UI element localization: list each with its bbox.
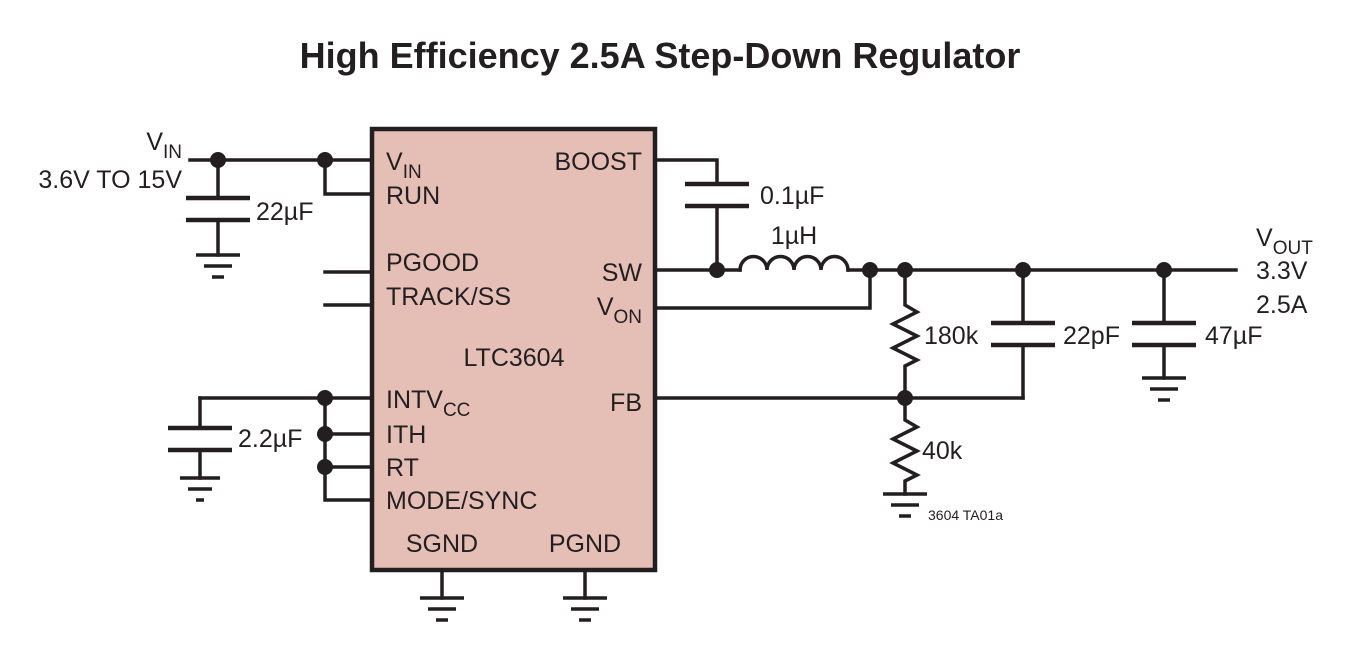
ground-symbol [196, 253, 240, 279]
rbottom-resistor [889, 396, 921, 496]
junction-dot [862, 262, 878, 278]
ground-symbol [563, 596, 607, 622]
boost-wire [653, 158, 719, 186]
pin-intvcc-label: INTVCC [386, 386, 470, 421]
inductor [738, 254, 850, 272]
pin-pgnd-label: PGND [549, 530, 621, 558]
pin-rt-label: RT [386, 454, 419, 482]
pin-track-ss-label: TRACK/SS [386, 283, 511, 311]
vin-main: V [146, 128, 163, 156]
pin-von-main: V [597, 293, 614, 321]
cout-capacitor [1132, 320, 1196, 348]
pin-pgood-label: PGOOD [386, 249, 479, 277]
vin-sub: IN [163, 142, 182, 163]
ground-symbol [180, 476, 220, 502]
pin-boost-label: BOOST [554, 148, 642, 176]
ground-symbol [420, 596, 464, 622]
pin-fb-label: FB [610, 389, 642, 417]
cin-value: 22µF [256, 198, 313, 226]
pgood-track-stubs [323, 270, 374, 307]
cboost-capacitor [685, 181, 749, 209]
ic-body [369, 126, 658, 573]
vout-main: V [1256, 224, 1273, 252]
junction-dot [317, 459, 333, 475]
ground-symbol [1142, 376, 1186, 402]
run-tie-wire [323, 158, 374, 196]
junction-dot [317, 152, 333, 168]
diagram-title: High Efficiency 2.5A Step-Down Regulator [300, 35, 1021, 76]
cff-capacitor [991, 320, 1055, 348]
vout-label: VOUT [1256, 224, 1313, 259]
rtop-value: 180k [924, 322, 979, 350]
vout-current: 2.5A [1256, 291, 1308, 319]
rtop-resistor [889, 268, 921, 400]
junction-dot [709, 262, 725, 278]
vout-sub: OUT [1273, 238, 1314, 259]
pin-von-label: VON [597, 293, 642, 328]
cintvcc-value: 2.2µF [238, 425, 302, 453]
cintvcc-capacitor [168, 425, 232, 453]
figure-id: 3604 TA01a [928, 507, 1003, 523]
ic-name: LTC3604 [464, 344, 565, 372]
pin-vin-label: VIN [386, 148, 422, 183]
cff-value: 22pF [1063, 322, 1120, 350]
vin-range: 3.6V TO 15V [38, 166, 182, 194]
pin-sw-label: SW [602, 259, 643, 287]
cboost-value: 0.1µF [760, 182, 824, 210]
pin-vin-sub: IN [403, 162, 422, 183]
pin-ith-label: ITH [386, 421, 426, 449]
cout-value: 47µF [1205, 322, 1262, 350]
pin-mode-sync-label: MODE/SYNC [386, 487, 537, 515]
pin-run-label: RUN [386, 182, 440, 210]
vin-label: VIN [146, 128, 182, 163]
pin-sgnd-label: SGND [406, 530, 478, 558]
junction-dot [317, 390, 333, 406]
pin-intvcc-sub: CC [443, 400, 470, 421]
rbottom-value: 40k [922, 437, 963, 465]
inductor-value: 1µH [771, 222, 817, 250]
pin-intvcc-main: INTV [386, 386, 443, 414]
pin-vin-main: V [386, 148, 403, 176]
von-wire [653, 268, 872, 310]
pin-von-sub: ON [614, 307, 643, 328]
junction-dot [317, 426, 333, 442]
ground-symbol [883, 492, 927, 518]
cin-capacitor [186, 195, 250, 223]
intvcc-tie-wire [198, 396, 374, 502]
vout-voltage: 3.3V [1256, 257, 1308, 285]
